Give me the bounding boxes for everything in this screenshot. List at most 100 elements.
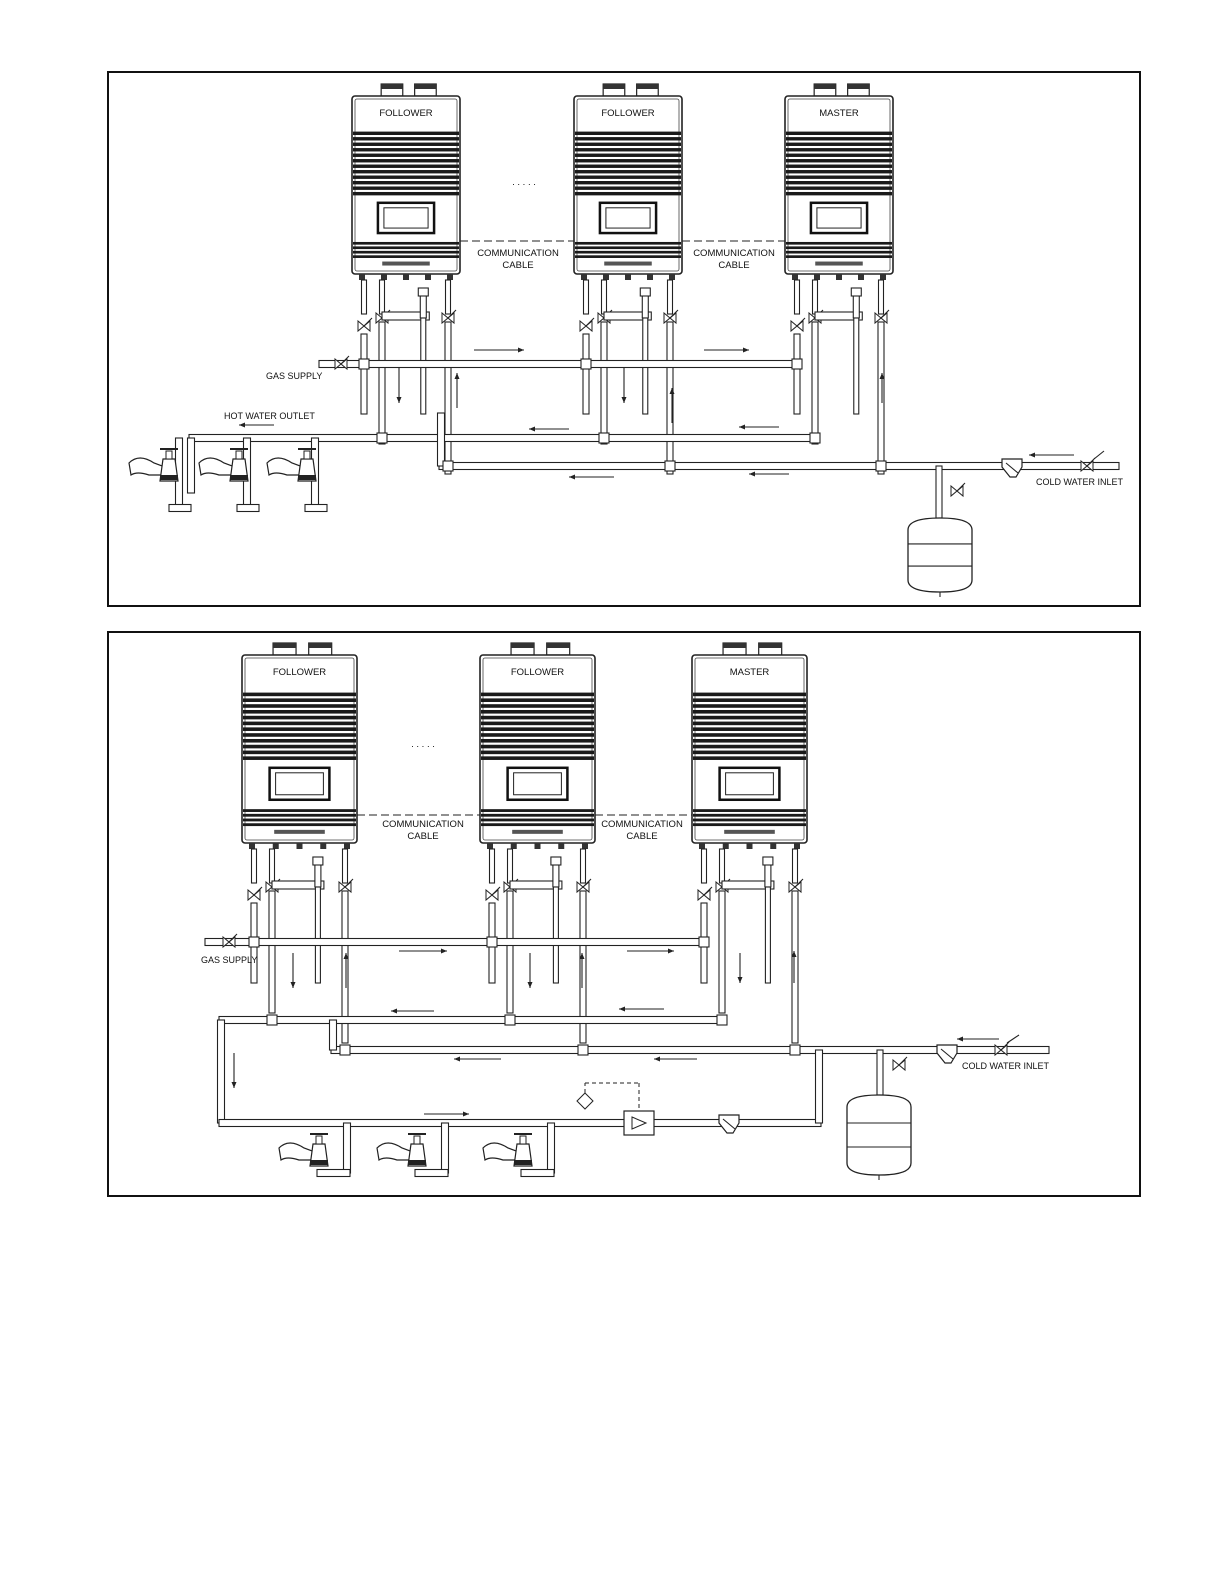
grille-bar [693, 739, 806, 743]
connector [381, 274, 387, 280]
vent-cap-top [309, 643, 332, 648]
pipe-fitting [810, 433, 820, 443]
pipe-fitting [790, 1045, 800, 1055]
vent-cap-top [381, 84, 403, 89]
pipe-segment [602, 280, 607, 314]
relief-valve [640, 288, 650, 296]
grille-bar [481, 733, 594, 737]
connector [359, 274, 365, 280]
pipe-segment [330, 1020, 337, 1050]
grille-bar [693, 809, 806, 812]
pipe-fitting [340, 1045, 350, 1055]
pipe-segment [317, 1170, 350, 1177]
pipe-fitting [505, 1015, 515, 1025]
display-screen [817, 208, 861, 228]
flow-arrow-head [738, 977, 743, 983]
vent-cap-top [547, 643, 570, 648]
faucet-spout [483, 1143, 519, 1160]
grille-bar [353, 242, 459, 245]
grille-bar [786, 143, 892, 146]
diagram-1-panel: FOLLOWERFOLLOWERMASTER . . . . . COMMUNI… [107, 71, 1141, 607]
brand-plate [382, 262, 430, 266]
flow-arrow-head [749, 472, 755, 477]
connector [425, 274, 431, 280]
pipe-segment [507, 891, 513, 1013]
grille-bar [353, 143, 459, 146]
pipe-segment [252, 849, 257, 883]
relief-valve [763, 857, 773, 865]
grille-bar [575, 246, 681, 249]
connector [447, 274, 453, 280]
connector [249, 843, 255, 849]
flow-arrow-head [391, 1009, 397, 1014]
pipe-segment [420, 294, 426, 318]
faucet-stem [166, 451, 172, 459]
grille-bar [693, 698, 806, 702]
grille-bar [243, 751, 356, 755]
grille-bar [353, 170, 459, 173]
grille-bar [575, 165, 681, 168]
pipe-fitting [487, 937, 497, 947]
pipe-segment [794, 334, 800, 414]
pipe-segment [380, 280, 385, 314]
connector [699, 843, 705, 849]
cable-label-1-line1: COMMUNICATION [382, 819, 464, 830]
pipe-segment [553, 863, 559, 887]
grille-bar [693, 756, 806, 760]
relief-valve [551, 857, 561, 865]
connector [511, 843, 517, 849]
water-heater: FOLLOWER [352, 84, 460, 280]
grille-bar [786, 170, 892, 173]
diagram-2-panel: FOLLOWERFOLLOWERMASTER . . . . . COMMUNI… [107, 631, 1141, 1197]
flow-arrow-head [743, 348, 749, 353]
valve-handle [1094, 451, 1104, 459]
grille-bar [481, 823, 594, 826]
flow-arrow-head [654, 1057, 660, 1062]
pipe-segment [315, 887, 320, 983]
grille-bar [353, 154, 459, 157]
brand-plate [815, 262, 863, 266]
pipe-fitting [699, 937, 709, 947]
grille-bar [693, 693, 806, 697]
grille-bar [353, 255, 459, 258]
vent-cap-top [759, 643, 782, 648]
display-screen [276, 773, 324, 795]
grille-bar [575, 251, 681, 254]
grille-bar [243, 698, 356, 702]
hot-water-outlet-label: HOT WATER OUTLET [224, 411, 315, 421]
grille-bar [693, 704, 806, 708]
piping-group [205, 815, 1049, 1180]
grille-bar [243, 704, 356, 708]
display-screen [384, 208, 428, 228]
pipe-fitting [665, 461, 675, 471]
connector [320, 843, 326, 849]
valve-handle [1007, 1035, 1019, 1043]
grille-bar [481, 698, 594, 702]
heaters-group: FOLLOWERFOLLOWERMASTER [242, 643, 807, 849]
pipe-fitting [267, 1015, 277, 1025]
grille-bar [353, 137, 459, 140]
grille-bar [693, 710, 806, 714]
faucet-base [298, 475, 316, 480]
connector [487, 843, 493, 849]
pipe-segment [581, 849, 586, 883]
grille-bar [481, 710, 594, 714]
pipe-segment [219, 1017, 726, 1024]
flow-arrow-head [739, 425, 745, 430]
grille-bar [481, 814, 594, 817]
heater-label: FOLLOWER [511, 667, 564, 678]
vent-cap-top [848, 84, 870, 89]
pipe-fitting [581, 359, 591, 369]
cable-label-1-line2: CABLE [407, 831, 438, 842]
heater-label: MASTER [730, 667, 770, 678]
cable-label-2-line1: COMMUNICATION [601, 819, 683, 830]
grille-bar [575, 132, 681, 135]
pipe-segment [319, 361, 801, 368]
pipe-segment [343, 849, 348, 883]
grille-bar [243, 745, 356, 749]
pipe-segment [553, 887, 558, 983]
grille-bar [243, 722, 356, 726]
grille-bar [575, 192, 681, 195]
grille-bar [693, 823, 806, 826]
faucet [483, 1134, 532, 1166]
